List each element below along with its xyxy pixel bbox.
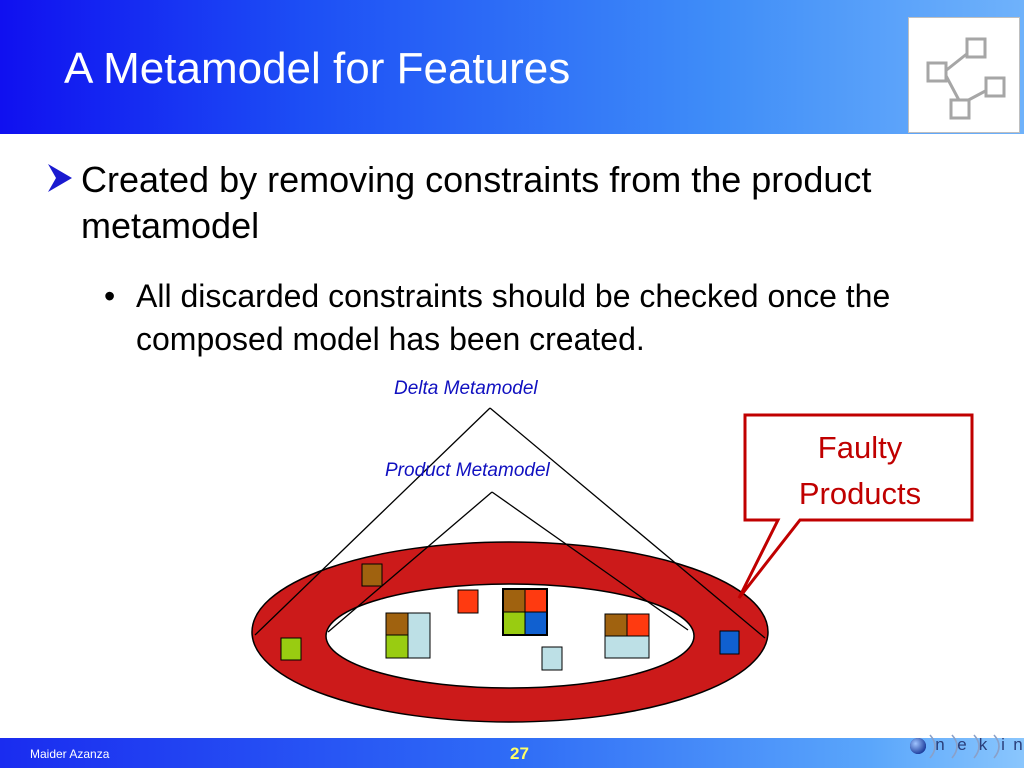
composed-product-2 <box>502 588 548 636</box>
product-triangle-left-edge <box>327 491 493 633</box>
onekin-logo-graphic <box>910 734 1000 759</box>
page-number: 27 <box>510 744 529 763</box>
product-triangle-right-edge <box>491 491 689 631</box>
onekin-logo: n e k i n <box>900 718 1024 768</box>
slide-header: A Metamodel for Features <box>0 0 1024 134</box>
logo-letter-1: n <box>935 735 945 754</box>
faulty-products-text: Faulty Products <box>748 425 972 517</box>
sub-bullet-dot: • <box>104 278 116 314</box>
composed-product-3 <box>604 613 650 659</box>
product-metamodel-label: Product Metamodel <box>385 460 550 481</box>
logo-letter-5: n <box>1013 735 1023 754</box>
delta-triangle-right-edge <box>489 407 766 639</box>
logo-letter-3: k <box>978 735 988 754</box>
logo-letter-2: e <box>957 735 967 754</box>
composed-product-1 <box>385 612 431 659</box>
feature-square-blue <box>719 630 740 655</box>
feature-square-lime <box>280 637 302 661</box>
delta-metamodel-label: Delta Metamodel <box>394 378 538 399</box>
main-bullet-text: Created by removing constraints from the… <box>81 159 872 246</box>
faulty-products-callout <box>737 413 974 599</box>
feature-square-orange <box>457 589 479 614</box>
header-logo-box <box>908 17 1020 133</box>
feature-square-brown <box>361 563 383 587</box>
slide-footer: Maider Azanza 27 <box>0 738 1024 768</box>
sub-bullet-text: All discarded constraints should be chec… <box>136 278 891 357</box>
feature-square-lightblue <box>541 646 563 671</box>
author-name: Maider Azanza <box>30 747 110 761</box>
arrow-bullet-icon <box>48 164 72 192</box>
logo-letter-4: i <box>1001 735 1005 754</box>
slide-title: A Metamodel for Features <box>64 44 571 93</box>
callout-line-1: Faulty <box>817 430 903 465</box>
connected-boxes-diagram-icon <box>926 37 1006 120</box>
delta-triangle-left-edge <box>254 407 491 636</box>
callout-line-2: Products <box>798 476 922 511</box>
